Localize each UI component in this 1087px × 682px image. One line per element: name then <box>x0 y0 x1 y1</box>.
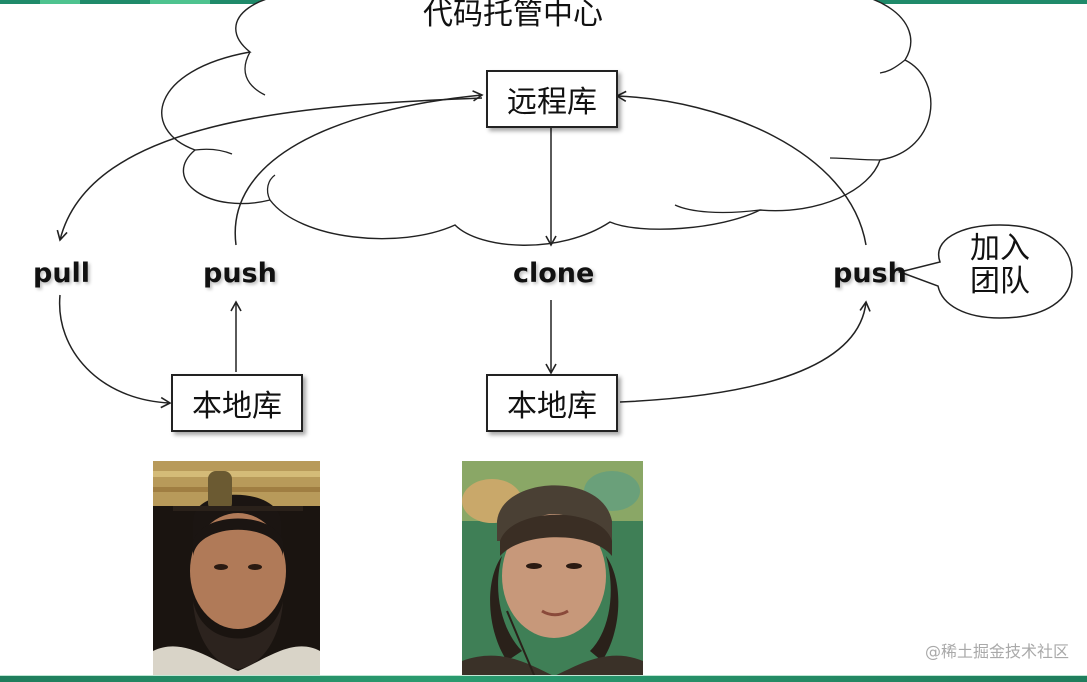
push-left-arrow-line <box>234 90 484 246</box>
clone-label: clone <box>513 258 595 289</box>
speech-bubble <box>897 224 1073 319</box>
push-label-left: push <box>203 258 277 289</box>
portrait-left-graphic <box>153 461 320 682</box>
pull-to-local-line <box>58 294 172 409</box>
cloud-inner-arc <box>266 174 276 201</box>
bottom-accent-bar <box>0 676 1087 682</box>
local-repo-box-left: 本地库 <box>171 374 303 432</box>
push-right-arrow-line <box>615 90 867 246</box>
portrait-right-graphic <box>462 461 643 682</box>
pull-arrow-line <box>56 97 483 242</box>
cloud-title: 代码托管中心 <box>423 0 603 32</box>
bubble-line-2: 团队 <box>970 264 1030 299</box>
portrait-left <box>153 461 320 682</box>
local-repo-box-right: 本地库 <box>486 374 618 432</box>
local-to-push-right-line <box>619 300 871 403</box>
cloud-inner-arc <box>829 157 881 161</box>
bottom-accent-stripe <box>0 675 1087 676</box>
portrait-right <box>462 461 643 682</box>
pull-label: pull <box>33 258 91 289</box>
top-accent-deco <box>40 0 80 4</box>
watermark: @稀土掘金技术社区 <box>924 642 1069 661</box>
bubble-line-1: 加入 <box>970 231 1030 266</box>
cloud-inner-arc <box>674 204 761 214</box>
bubble-text: 加入 团队 <box>968 232 1032 298</box>
push-label-right: push <box>833 258 907 289</box>
top-accent-deco <box>150 0 210 4</box>
cloud-inner-arc <box>879 59 906 74</box>
cloud-inner-arc <box>244 51 266 96</box>
cloud-inner-arc <box>194 148 233 155</box>
remote-repo-box: 远程库 <box>486 70 618 128</box>
